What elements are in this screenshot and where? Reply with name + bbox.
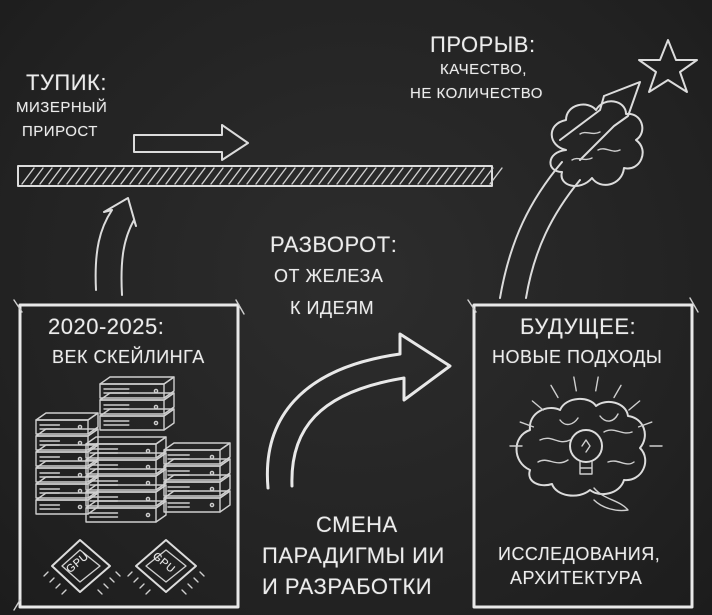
future-box-subtitle: НОВЫЕ ПОДХОДЫ — [492, 347, 663, 367]
shift-line1: СМЕНА — [316, 512, 398, 537]
star-icon — [638, 39, 698, 93]
future-box-line2: АРХИТЕКТУРА — [510, 568, 643, 588]
server-stacks-illustration — [35, 376, 231, 523]
shift-line3: И РАЗРАБОТКИ — [262, 574, 433, 599]
brain-lightbulb-illustration — [509, 376, 663, 512]
up-arrow-to-barrier — [94, 197, 137, 296]
breakthrough-title: ПРОРЫВ: — [430, 32, 536, 57]
era-box-title: 2020-2025: — [48, 314, 165, 339]
gpu-chip-left — [43, 539, 121, 595]
lightbulb-icon — [569, 429, 603, 463]
dead-end-line2: ПРИРОСТ — [22, 123, 98, 140]
turn-title: РАЗВОРОТ: — [270, 232, 398, 257]
era-box-frame — [18, 303, 240, 609]
breakthrough-line1: КАЧЕСТВО, — [440, 61, 527, 78]
turn-line2: К ИДЕЯМ — [290, 298, 375, 318]
turn-line1: ОТ ЖЕЛЕЗА — [274, 266, 384, 286]
future-box-line1: ИССЛЕДОВАНИЯ, — [498, 544, 661, 564]
dead-end-arrow — [133, 124, 249, 161]
future-box-title: БУДУЩЕЕ: — [520, 314, 637, 339]
dead-end-line1: МИЗЕРНЫЙ — [16, 99, 108, 116]
breakthrough-line2: НЕ КОЛИЧЕСТВО — [410, 85, 543, 102]
up-arrow-to-breakthrough — [499, 81, 641, 299]
pivot-curved-arrow — [265, 332, 452, 490]
dead-end-title: ТУПИК: — [26, 70, 107, 95]
breakthrough-cloud — [549, 100, 644, 187]
shift-line2: ПАРАДИГМЫ ИИ — [262, 543, 445, 568]
era-box-subtitle: ВЕК СКЕЙЛИНГА — [52, 347, 205, 367]
barrier-ceiling — [17, 165, 503, 187]
gpu-chip-right — [127, 539, 205, 595]
future-box-frame — [472, 303, 694, 609]
